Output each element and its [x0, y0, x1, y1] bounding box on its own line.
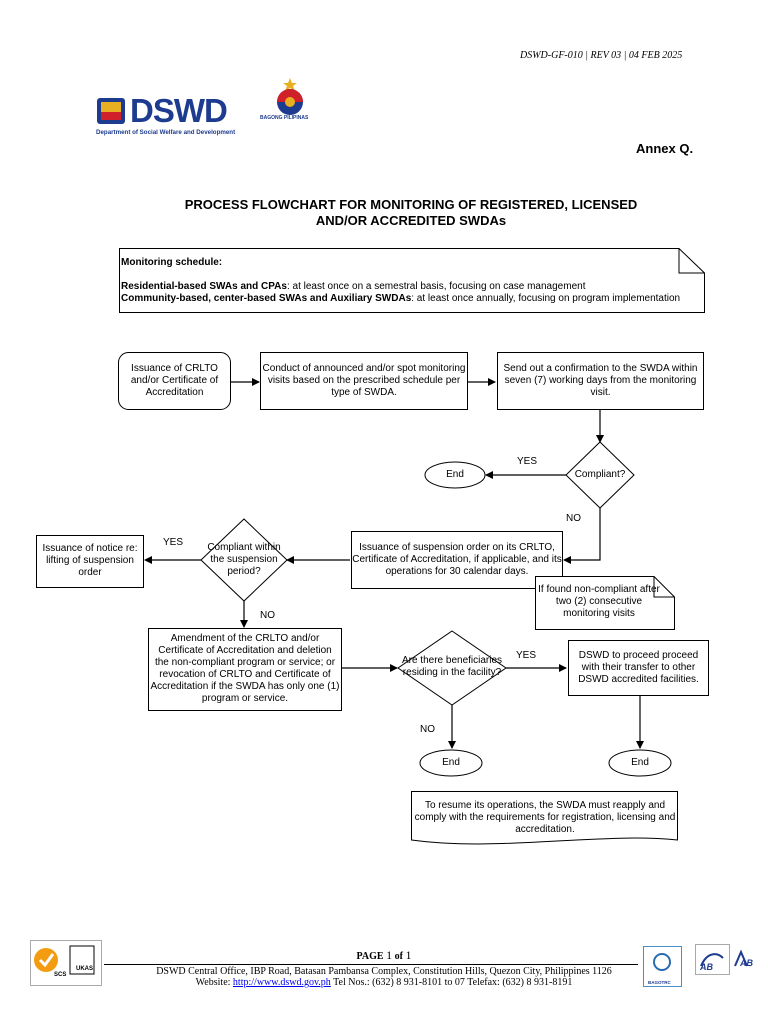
certification-logos-left	[30, 940, 102, 986]
dswd-logo-word: DSWD	[130, 92, 228, 129]
bagong-pilipinas-emblem-icon	[277, 78, 303, 115]
noncompliant-note: If found non-compliant after two (2) con…	[538, 584, 660, 619]
suspension-shape	[351, 531, 563, 589]
yes-label-1: YES	[517, 456, 538, 467]
cert-ab-label-2: AB	[740, 958, 753, 968]
note-item-residential: Residential-based SWAs and CPAs: at leas…	[121, 281, 586, 292]
footer-contact-line: Website: http://www.dswd.gov.ph Tel Nos.…	[195, 977, 573, 988]
start-node: Issuance of CRLTO and/or Certificate of …	[130, 363, 219, 398]
conduct-node: Conduct of announced and/or spot monitor…	[262, 363, 466, 398]
no-label-3: NO	[420, 724, 435, 735]
no-label-2: NO	[260, 610, 275, 621]
dswd-emblem-icon	[97, 98, 125, 124]
cert-ab-label-1: AB	[700, 962, 713, 972]
lifting-node: Issuance of notice re: lifting of suspen…	[42, 543, 138, 578]
end-node-1: End	[446, 469, 464, 480]
page-number: PAGE 1 of 1	[356, 948, 412, 962]
amendment-shape	[148, 628, 342, 711]
end-1-shape	[424, 461, 486, 489]
suspension-node: Issuance of suspension order on its CRLT…	[352, 542, 562, 577]
note-heading: Monitoring schedule:	[121, 257, 223, 268]
noncompliant-note-shape	[535, 576, 675, 630]
footer-address: DSWD Central Office, IBP Road, Batasan P…	[0, 966, 768, 988]
resume-node: To resume its operations, the SWDA must …	[414, 800, 676, 835]
cert-ukas-label: UKAS	[76, 966, 94, 972]
confirm-shape	[497, 352, 704, 410]
start-shape	[118, 352, 231, 410]
compliant-decision: Compliant?	[574, 469, 626, 480]
confirm-node: Send out a confirmation to the SWDA with…	[503, 363, 698, 398]
compliant-diamond	[565, 441, 635, 509]
beneficiaries-decision: Are there beneficiaries residing in the …	[401, 655, 503, 678]
title-line-1: PROCESS FLOWCHART FOR MONITORING OF REGI…	[184, 197, 638, 212]
monitoring-schedule-note: Monitoring schedule: Residential-based S…	[119, 248, 705, 313]
note-item-community: Community-based, center-based SWAs and A…	[121, 293, 681, 304]
amendment-node: Amendment of the CRLTO and/or Certificat…	[150, 633, 340, 704]
beneficiaries-diamond	[397, 630, 507, 706]
yes-label-3: YES	[516, 650, 537, 661]
bagong-pilipinas-logo: BAGONG PILIPINAS	[260, 76, 318, 126]
end-3-shape	[608, 749, 672, 777]
resume-document-shape	[411, 791, 678, 845]
lifting-shape	[36, 535, 144, 588]
page-title: PROCESS FLOWCHART FOR MONITORING OF REGI…	[150, 197, 672, 229]
end-2-shape	[419, 749, 483, 777]
dswd-logo-subtitle: Department of Social Welfare and Develop…	[96, 129, 236, 136]
compliant-within-decision: Compliant within the suspension period?	[207, 542, 281, 577]
no-label-1: NO	[566, 513, 581, 524]
certification-logos-right	[643, 944, 748, 987]
end-node-3: End	[631, 757, 649, 768]
cert-bagotrc-label: BAGOTRC	[648, 980, 671, 985]
yes-label-2: YES	[163, 537, 184, 548]
dswd-logo: DSWD Department of Social Welfare and De…	[96, 92, 246, 138]
note-shape	[119, 248, 705, 313]
compliant-within-diamond	[200, 518, 288, 602]
transfer-node: DSWD to proceed proceed with their trans…	[578, 650, 699, 685]
arrow-compliant-no-to-suspension	[563, 508, 601, 564]
footer-address-line: DSWD Central Office, IBP Road, Batasan P…	[156, 966, 612, 977]
document-reference: DSWD-GF-010 | REV 03 | 04 FEB 2025	[520, 50, 683, 61]
end-node-2: End	[442, 757, 460, 768]
annex-label: Annex Q.	[636, 141, 694, 156]
footer-divider	[104, 964, 638, 965]
website-link[interactable]: http://www.dswd.gov.ph	[232, 977, 331, 988]
conduct-shape	[260, 352, 468, 410]
cert-scs-label: SCS	[54, 972, 67, 978]
bagong-pilipinas-caption: BAGONG PILIPINAS	[260, 115, 309, 121]
title-line-2: AND/OR ACCREDITED SWDAs	[315, 213, 507, 228]
transfer-shape	[568, 640, 709, 696]
